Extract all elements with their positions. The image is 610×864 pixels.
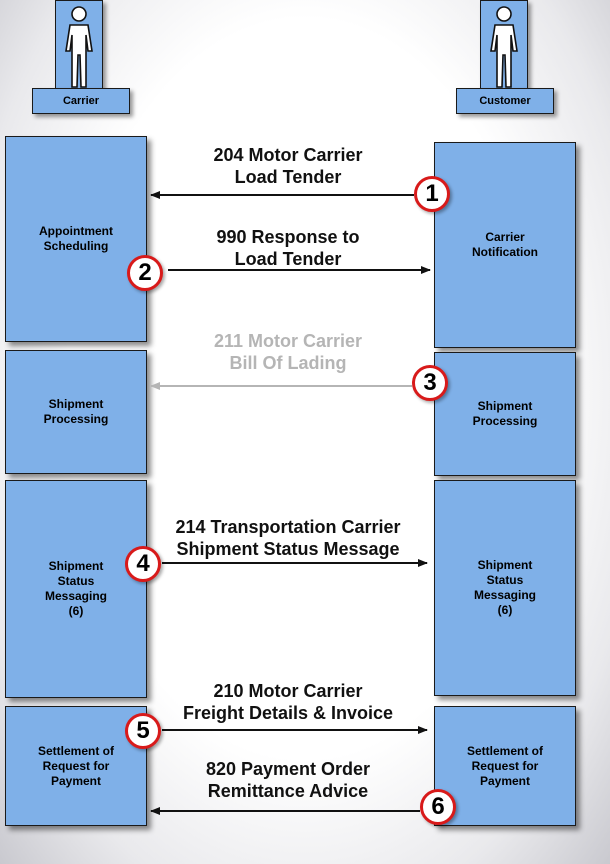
customer-settlement: Settlement of Request for Payment	[434, 706, 576, 826]
message-5-label: 210 Motor Carrier Freight Details & Invo…	[182, 681, 394, 723]
carrier-settlement: Settlement of Request for Payment	[5, 706, 147, 826]
step-3-badge: 3	[412, 365, 448, 401]
carrier-actor-box	[55, 0, 103, 92]
customer-shipment-status-messaging: Shipment Status Messaging (6)	[434, 480, 576, 696]
carrier-shipment-status-messaging: Shipment Status Messaging (6)	[5, 480, 147, 698]
message-6-label: 820 Payment Order Remittance Advice	[205, 759, 371, 801]
message-2-label: 990 Response to Load Tender	[216, 227, 360, 269]
step-2-badge: 2	[127, 255, 163, 291]
step-5-badge: 5	[125, 713, 161, 749]
carrier-shipment-processing: Shipment Processing	[5, 350, 147, 474]
person-icon	[490, 6, 518, 88]
person-icon	[65, 6, 93, 88]
step-1-badge: 1	[414, 176, 450, 212]
step-4-badge: 4	[125, 546, 161, 582]
carrier-appointment-scheduling: Appointment Scheduling	[5, 136, 147, 342]
customer-label: Customer	[456, 88, 554, 114]
customer-carrier-notification: Carrier Notification	[434, 142, 576, 348]
message-1-label: 204 Motor Carrier Load Tender	[213, 145, 363, 187]
customer-actor-box	[480, 0, 528, 92]
step-6-badge: 6	[420, 789, 456, 825]
customer-shipment-processing: Shipment Processing	[434, 352, 576, 476]
carrier-label: Carrier	[32, 88, 130, 114]
message-4-label: 214 Transportation Carrier Shipment Stat…	[175, 517, 401, 559]
message-3-label: 211 Motor Carrier Bill Of Lading	[213, 331, 363, 373]
